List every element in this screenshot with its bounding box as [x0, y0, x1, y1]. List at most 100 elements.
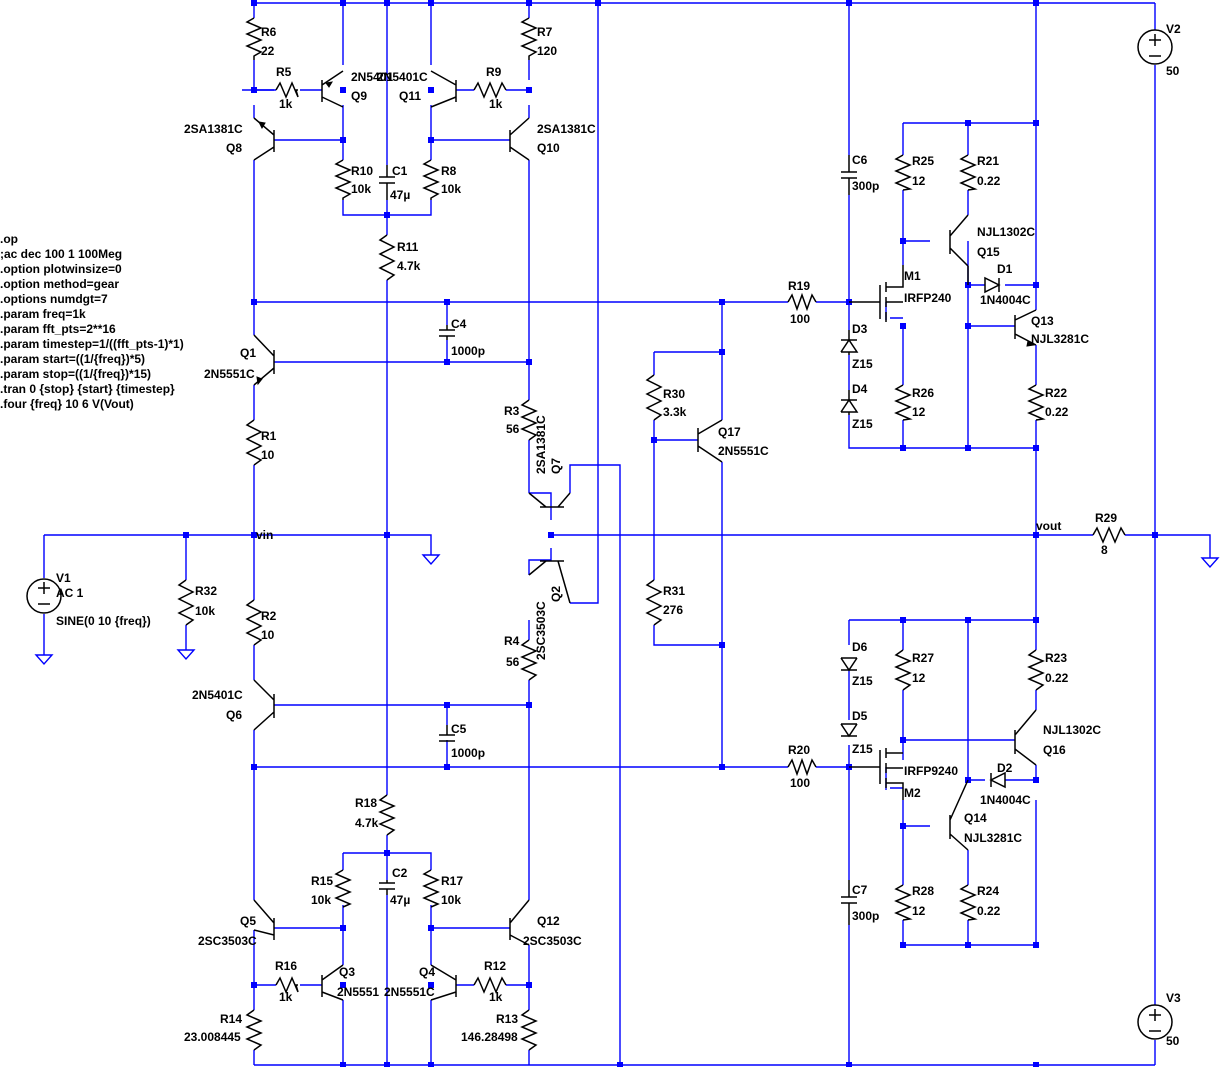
resistor-r27 — [894, 649, 912, 691]
mosfet-m2 — [849, 748, 904, 800]
label-d3: D3 — [852, 322, 868, 336]
label-d3-part: Z15 — [852, 357, 873, 371]
net-vout: vout — [1036, 519, 1061, 533]
directive-line: ;ac dec 100 1 100Meg — [0, 247, 122, 261]
value-r1: 10 — [261, 448, 275, 462]
label-r31: R31 — [663, 584, 685, 598]
value-r12: 1k — [489, 990, 503, 1004]
label-r32: R32 — [195, 584, 217, 598]
resistor-r13 — [520, 1009, 538, 1051]
label-r12: R12 — [484, 959, 506, 973]
transistor-q14 — [949, 779, 969, 851]
directive-line: .tran 0 {stop} {start} {timestep} — [0, 382, 175, 396]
resistor-r21 — [959, 154, 978, 191]
label-q2: Q2 — [549, 586, 563, 602]
resistor-r30 — [645, 374, 663, 421]
source-v2 — [1137, 29, 1173, 65]
value-r17: 10k — [441, 893, 461, 907]
value-r7: 120 — [537, 44, 557, 58]
ground-symbols — [34, 554, 1220, 666]
value-r10: 10k — [351, 182, 371, 196]
value-r31: 276 — [663, 603, 683, 617]
value-c4: 1000p — [451, 344, 485, 358]
resistor-r7 — [520, 17, 538, 60]
diode-d1 — [984, 276, 1001, 294]
value-r5: 1k — [279, 97, 293, 111]
resistor-r2 — [245, 599, 263, 646]
value-r9: 1k — [489, 97, 503, 111]
label-q9-part: 2N5401 — [351, 70, 393, 84]
value-r18: 4.7k — [355, 816, 379, 830]
zener-d5 — [840, 723, 858, 738]
transistor-q3 — [321, 964, 344, 1001]
label-q11: Q11 — [399, 89, 421, 103]
value-c2: 47µ — [390, 893, 410, 907]
label-r17: R17 — [441, 874, 463, 888]
value-r20: 100 — [790, 776, 810, 790]
label-q14: Q14 — [964, 811, 987, 825]
label-q16: Q16 — [1043, 743, 1066, 757]
directive-line: .param start=((1/{freq})*5) — [0, 352, 145, 366]
resistor-r1 — [245, 419, 263, 466]
label-r29: R29 — [1095, 511, 1117, 525]
label-d5: D5 — [852, 709, 868, 723]
label-r24: R24 — [977, 884, 999, 898]
resistor-r18 — [378, 794, 396, 836]
label-d5-part: Z15 — [852, 742, 873, 756]
label-q14-part: NJL3281C — [964, 831, 1022, 845]
label-r1: R1 — [261, 429, 277, 443]
label-c6: C6 — [852, 153, 868, 167]
directive-line: .option plotwinsize=0 — [0, 262, 122, 276]
value-r14: 23.008445 — [184, 1030, 241, 1044]
label-q7-part: 2SA1381C — [534, 415, 548, 474]
transistor-q9 — [321, 70, 344, 108]
capacitor-c4 — [439, 325, 455, 340]
label-r13: R13 — [496, 1012, 518, 1026]
transistor-q6 — [253, 679, 275, 731]
sources — [26, 29, 1173, 1040]
directive-line: .param stop=((1/{freq})*15) — [0, 367, 151, 381]
capacitor-c5 — [439, 725, 455, 742]
label-r21: R21 — [977, 154, 999, 168]
value-r24: 0.22 — [977, 904, 1001, 918]
label-d1: D1 — [997, 262, 1013, 276]
label-q2-part: 2SC3503C — [534, 601, 548, 660]
label-q12-part: 2SC3503C — [523, 934, 582, 948]
label-m2: M2 — [904, 786, 921, 800]
label-r6: R6 — [261, 25, 277, 39]
label-r19: R19 — [788, 279, 810, 293]
label-q16-part: NJL1302C — [1043, 723, 1101, 737]
label-c4: C4 — [451, 317, 467, 331]
label-q15-part: NJL1302C — [977, 225, 1035, 239]
transistor-q2 — [528, 560, 571, 604]
value-r27: 12 — [912, 671, 926, 685]
label-q1-part: 2N5551C — [204, 367, 255, 381]
component-labels: R6 22 R5 1k 2N5401 Q9 2N5401C Q11 R9 1k … — [56, 22, 1181, 1048]
source-v3 — [1137, 1004, 1173, 1040]
transistor-q10 — [509, 117, 530, 161]
label-r28: R28 — [912, 884, 934, 898]
capacitor-c6 — [841, 155, 857, 195]
resistor-r23 — [1027, 649, 1045, 691]
label-q10-part: 2SA1381C — [537, 122, 596, 136]
label-q3: Q3 — [339, 965, 355, 979]
value-r3: 56 — [506, 422, 520, 436]
resistor-r4 — [520, 639, 538, 681]
directive-line: .param freq=1k — [0, 307, 86, 321]
resistor-r5 — [275, 81, 299, 99]
source-v1 — [26, 578, 62, 614]
resistor-r26 — [894, 384, 913, 421]
value-c1: 47µ — [390, 188, 410, 202]
label-q5: Q5 — [240, 914, 256, 928]
resistor-r15 — [334, 869, 352, 908]
label-q12: Q12 — [537, 914, 560, 928]
label-v3: V3 — [1166, 991, 1181, 1005]
value-v2: 50 — [1166, 64, 1180, 78]
value-r8: 10k — [441, 182, 461, 196]
value-r28: 12 — [912, 904, 926, 918]
label-d6-part: Z15 — [852, 674, 873, 688]
label-d4-part: Z15 — [852, 417, 873, 431]
transistors — [253, 70, 1037, 1001]
label-v2: V2 — [1166, 22, 1181, 36]
